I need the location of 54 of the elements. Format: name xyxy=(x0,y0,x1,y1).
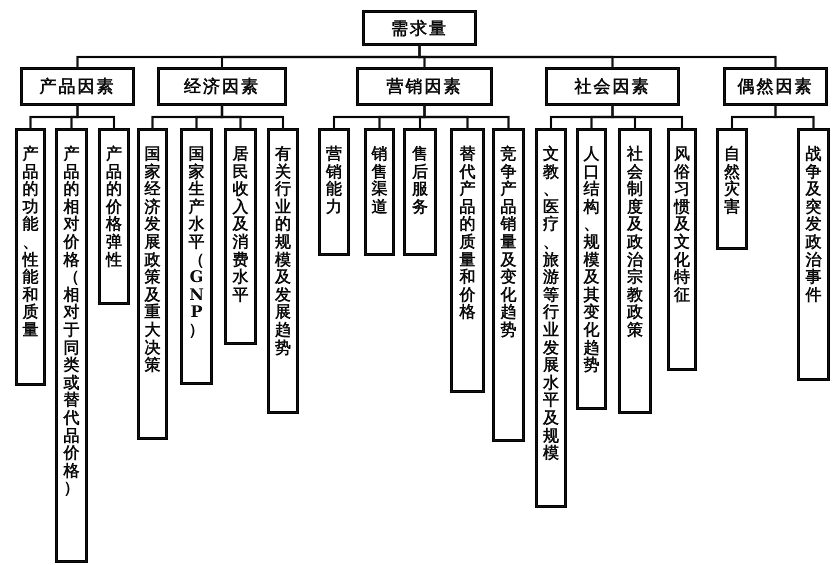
factor-label: 自然灾害 xyxy=(724,145,740,216)
factor-box xyxy=(15,128,46,386)
factor-box xyxy=(618,128,652,414)
factor-label: 人口结构、规模及其变化趋势 xyxy=(584,145,600,374)
factor-box xyxy=(267,128,299,414)
factor-label: 产品的相对价格（相对于同类或替代品价格） xyxy=(64,145,80,497)
connector-line xyxy=(220,106,284,128)
factor-label: 风俗习惯及文化特征 xyxy=(674,145,690,304)
factor-label: 国家生产水平（GNP） xyxy=(188,145,204,339)
factor-box xyxy=(180,128,213,385)
factor-box xyxy=(535,128,567,508)
category-label: 偶然因素 xyxy=(738,76,814,98)
factor-box xyxy=(403,128,437,256)
connector-line xyxy=(774,106,815,128)
factor-label: 居民收入及消费水平 xyxy=(232,145,248,304)
factor-label: 替代产品的质量和价格 xyxy=(460,145,476,321)
factor-box xyxy=(137,128,168,440)
factor-label: 竞争产品销量及变化趋势 xyxy=(500,145,516,339)
connector-line xyxy=(76,106,116,128)
factor-label: 售后服务 xyxy=(412,145,428,216)
factor-label: 社会制度及政治宗教政策 xyxy=(627,145,643,339)
factor-box xyxy=(576,128,607,410)
factor-label: 营销能力 xyxy=(326,145,342,216)
factor-label: 国家经济发展政策及重大决策 xyxy=(144,145,160,374)
factor-box xyxy=(318,128,350,256)
factor-label: 产品的功能、性能和质量 xyxy=(22,145,38,339)
factor-box xyxy=(224,128,257,345)
category-label: 社会因素 xyxy=(574,76,650,98)
factor-label: 产品的价格弹性 xyxy=(106,145,122,268)
factor-box xyxy=(667,128,697,371)
root-box xyxy=(362,10,477,46)
connector-line xyxy=(611,106,684,128)
category-box xyxy=(545,67,680,106)
factor-box xyxy=(98,128,130,305)
connector-line xyxy=(418,46,777,67)
factor-label: 销售渠道 xyxy=(372,145,388,216)
factor-box xyxy=(492,128,525,442)
category-label: 经济因素 xyxy=(184,76,260,98)
factor-box xyxy=(450,128,485,393)
category-box xyxy=(20,67,135,106)
factor-label: 战争及突发政治事件 xyxy=(806,145,822,304)
factor-box xyxy=(55,128,88,563)
factor-box xyxy=(364,128,395,256)
category-box xyxy=(356,67,493,106)
category-box xyxy=(157,67,287,106)
factor-label: 文教、医疗、旅游等行业发展水平及规模 xyxy=(543,145,559,462)
factor-box xyxy=(716,128,748,250)
category-label: 产品因素 xyxy=(40,76,116,98)
connector-line xyxy=(423,106,510,128)
category-label: 营销因素 xyxy=(386,76,462,98)
factor-box xyxy=(797,128,830,381)
factor-label: 有关行业的规模及发展趋势 xyxy=(275,145,291,356)
category-label: 需求量 xyxy=(391,18,448,40)
category-box xyxy=(723,67,828,106)
